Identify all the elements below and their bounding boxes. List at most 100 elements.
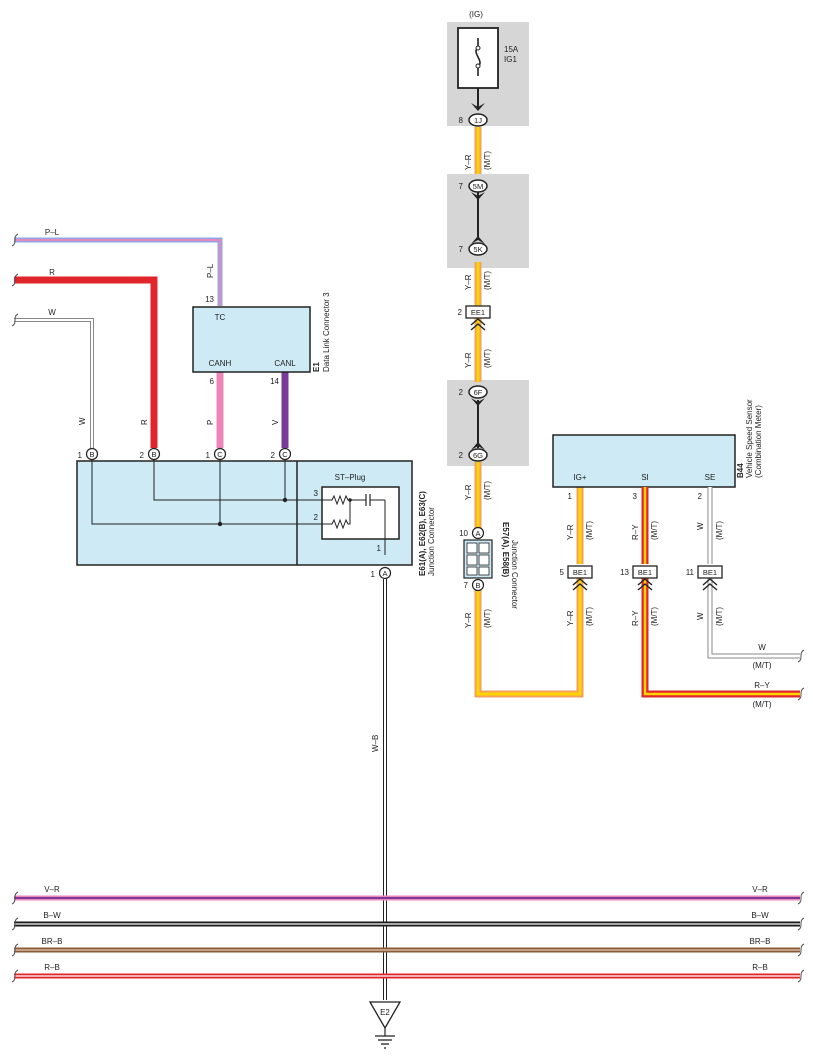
- jcm-letter-b1: B: [89, 450, 94, 459]
- vehicle-speed-sensor: IG+ SI SE 1 3 2 B44 Vehicle Speed Sensor…: [552, 399, 763, 501]
- jcm-pin2: 2: [314, 513, 319, 522]
- yr-label-7: Y–R: [566, 610, 575, 626]
- jcm-pin1b: 1: [377, 544, 382, 553]
- data-link-connector: TC CANH CANL 13 6 14 E1 Data Link Connec…: [192, 292, 331, 386]
- yr-label-3: Y–R: [464, 352, 473, 368]
- vss-id: B44: [736, 463, 745, 478]
- ground-symbol: E2: [368, 1001, 402, 1049]
- mt-label-11: (M/T): [715, 521, 724, 540]
- fuse-name-label: IG1: [504, 55, 517, 64]
- c-EE1-pin: 2: [458, 308, 463, 317]
- ry-label-3: R–Y: [754, 681, 770, 690]
- yr-label-6: Y–R: [566, 524, 575, 540]
- mt-label-4: (M/T): [483, 481, 492, 500]
- v-label: V: [271, 419, 280, 425]
- yr-labels: Y–R (M/T) Y–R (M/T) Y–R (M/T) Y–R (M/T) …: [464, 151, 594, 628]
- be1-connectors: BE1 5 BE1 13 BE1 11: [560, 565, 723, 591]
- c-1J-pin: 8: [459, 116, 464, 125]
- c-BE1-c-label: BE1: [703, 568, 717, 577]
- dlc-name: Data Link Connector 3: [322, 292, 331, 372]
- jcm-letter-a: A: [382, 569, 387, 578]
- connector-ee1: EE1 2: [458, 305, 491, 331]
- fuse: (IG) 15A IG1: [457, 10, 519, 111]
- dlc-id: E1: [312, 362, 321, 372]
- vss-name: Vehicle Speed Sensor: [745, 399, 754, 478]
- c-BE1-b-label: BE1: [638, 568, 652, 577]
- c-BE1-c-pin: 11: [686, 568, 695, 577]
- w-label-r1: W: [696, 522, 705, 530]
- jcs-pin-a: 10: [459, 529, 468, 538]
- power-source-label: (IG): [469, 10, 483, 19]
- p-label: P: [206, 420, 215, 425]
- r-label-1: R: [49, 268, 55, 277]
- mt-label-10: (M/T): [752, 700, 771, 709]
- c-5K-pin: 7: [459, 245, 464, 254]
- vr-label-r: V–R: [752, 885, 768, 894]
- bw-label-l: B–W: [43, 911, 61, 920]
- mt-label-12: (M/T): [715, 607, 724, 626]
- rb-label-r: R–B: [752, 963, 768, 972]
- c-5M-label: 5M: [473, 182, 483, 191]
- vr-label-l: V–R: [44, 885, 60, 894]
- mt-label-2: (M/T): [483, 271, 492, 290]
- vss-pin-se: 2: [698, 492, 703, 501]
- c-EE1-label: EE1: [471, 308, 485, 317]
- oval-connectors: 1J 8 5M 7 5K 7 6F 2 6G 2: [459, 113, 488, 462]
- jcm-id: E61(A), E62(B), E63(C): [418, 491, 427, 576]
- ry-wire: R–Y (M/T) R–Y (M/T) R–Y (M/T): [631, 487, 800, 709]
- dlc-canh: CANH: [209, 359, 232, 368]
- bottom-bus: V–R V–R B–W B–W BR–B BR–B R–B R–B: [11, 649, 805, 983]
- ground-id: E2: [380, 1008, 390, 1017]
- yr-label-5: Y–R: [464, 612, 473, 628]
- c-BE1-b-pin: 13: [620, 568, 629, 577]
- vss-pin-si: 3: [633, 492, 638, 501]
- c-BE1-a-label: BE1: [573, 568, 587, 577]
- c-6F-label: 6F: [474, 388, 483, 397]
- mt-label-5: (M/T): [483, 609, 492, 628]
- rb-label-l: R–B: [44, 963, 60, 972]
- yr-label-1: Y–R: [464, 154, 473, 170]
- dlc-canl: CANL: [274, 359, 296, 368]
- vss-pin-igp: 1: [568, 492, 573, 501]
- c-6G-pin: 2: [459, 451, 464, 460]
- jcm-pin-b2: 2: [140, 451, 145, 460]
- vss-se: SE: [705, 473, 716, 482]
- c-6F-pin: 2: [459, 388, 464, 397]
- yr-label-4: Y–R: [464, 484, 473, 500]
- c-1J-label: 1J: [474, 116, 482, 125]
- ry-label-2: R–Y: [631, 610, 640, 626]
- junction-connector-main: ST–Plug B 1 B 2 C 1 C 2 3 2 1: [76, 447, 436, 580]
- jcm-pin-b1: 1: [78, 451, 83, 460]
- junction-connector-small: A 10 B 7 E57(A), E58(B) Junction Connect…: [459, 522, 519, 609]
- brb-label-l: BR–B: [42, 937, 63, 946]
- left-wires: P–L P–L R R W W P V: [14, 228, 289, 448]
- brb-label-r: BR–B: [750, 937, 771, 946]
- jcs-id: E57(A), E58(B): [501, 522, 510, 577]
- vss-igp: IG+: [573, 473, 586, 482]
- r-label-2: R: [140, 419, 149, 425]
- jcs-name: Junction Connector: [510, 540, 519, 609]
- vss-sub: (Combination Meter): [754, 405, 763, 478]
- yr-wire: [474, 127, 584, 698]
- mt-label-1: (M/T): [483, 151, 492, 170]
- w-label-1: W: [48, 308, 56, 317]
- w-wire-right: W (M/T) W (M/T) W (M/T): [696, 487, 800, 670]
- jcm-letter-c2: C: [282, 450, 288, 459]
- yr-label-2: Y–R: [464, 274, 473, 290]
- jcm-pin3: 3: [314, 489, 319, 498]
- jcm-pin1a: 1: [371, 570, 376, 579]
- ry-label-1: R–Y: [631, 524, 640, 540]
- mt-label-3: (M/T): [483, 349, 492, 368]
- jcm-name: Junction Connector: [427, 507, 436, 576]
- wb-label: W–B: [371, 735, 380, 752]
- vss-si: SI: [641, 473, 649, 482]
- mt-label-9: (M/T): [650, 607, 659, 626]
- c-6G-label: 6G: [473, 451, 483, 460]
- jcm-pin-c1: 1: [206, 451, 211, 460]
- pl-label-2: P–L: [206, 263, 215, 278]
- mt-label-6: (M/T): [585, 521, 594, 540]
- jcm-pin-c2: 2: [271, 451, 276, 460]
- mt-label-8: (M/T): [650, 521, 659, 540]
- st-plug-label: ST–Plug: [335, 473, 366, 482]
